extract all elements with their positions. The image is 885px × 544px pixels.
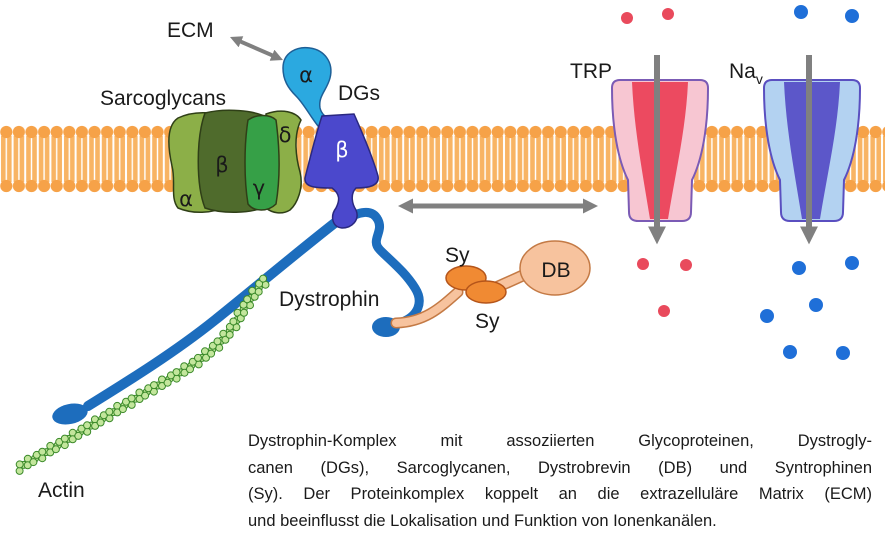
figure-caption: Dystrophin-Komplex mit assoziierten Glyc… [248, 428, 872, 534]
actin-bead [127, 394, 136, 403]
actin-bead [74, 431, 83, 440]
linker-fill [392, 288, 462, 327]
sarcoglycan-gamma [244, 114, 280, 211]
actin-bead [229, 317, 238, 326]
actin-bead [150, 381, 158, 390]
calcium-ions [621, 8, 692, 317]
dg-alpha-letter: α [299, 63, 313, 87]
actin-bead [259, 274, 268, 283]
caption-line: (Sy). Der Proteinkomplex koppelt an die … [248, 485, 872, 503]
actin-bead [51, 445, 60, 454]
dystroglycan-alpha [282, 46, 336, 127]
sg-delta-letter: δ [279, 123, 292, 147]
ion-red [658, 305, 670, 317]
actin-bead [250, 292, 259, 301]
sarcoglycan-complex [168, 109, 302, 214]
actin-bead [172, 368, 181, 377]
actin-filament [15, 274, 270, 475]
dgs-label: DGs [338, 82, 380, 105]
ion-blue [845, 9, 859, 23]
dystrophin-n-terminal [52, 403, 88, 425]
ion-blue [792, 261, 806, 275]
actin-bead [38, 447, 47, 456]
actin-bead [180, 368, 189, 377]
actin-bead [239, 300, 248, 309]
ion-blue [836, 346, 850, 360]
actin-bead [83, 421, 92, 430]
actin-bead [221, 335, 230, 344]
actin-bead [240, 308, 248, 317]
actin-bead [60, 434, 69, 443]
actin-bead [186, 365, 194, 374]
caption-line: canen (DGs), Sarcoglycanen, Dystrobrevin… [248, 458, 872, 477]
actin-bead [243, 295, 252, 304]
syntrophin-lower [465, 280, 507, 304]
ecm-label: ECM [167, 19, 214, 42]
actin-bead [255, 279, 264, 288]
nav-label-subscript: v [756, 71, 763, 87]
actin-bead [96, 418, 105, 427]
syntrophin-upper-label: Sy [445, 244, 470, 267]
actin-bead [254, 287, 263, 296]
dystroglycan-beta [304, 113, 379, 229]
actin-bead [118, 405, 127, 414]
caption-line: Dystrophin-Komplex mit assoziierten Glyc… [248, 432, 872, 450]
actin-bead [188, 357, 197, 366]
ion-red [680, 259, 692, 271]
sg-beta-letter: β [215, 153, 228, 177]
dystrophin [83, 208, 424, 411]
ion-blue [794, 5, 808, 19]
actin-bead [141, 391, 150, 400]
sarcoglycans-label: Sarcoglycans [100, 87, 226, 110]
dystrobrevin-label: DB [541, 259, 570, 282]
syntrophin-lower-label: Sy [475, 310, 500, 333]
dystrobrevin [519, 240, 591, 296]
actin-bead [163, 378, 172, 387]
actin-bead [194, 353, 202, 362]
ecm-arrow [229, 36, 284, 61]
caption-line: und beeinflusst die Lokalisation und Fun… [248, 511, 717, 530]
trp-label: TRP [570, 60, 612, 83]
ion-blue [809, 298, 823, 312]
nav-label: Nav [729, 60, 763, 87]
ion-red [637, 258, 649, 270]
actin-bead [213, 337, 222, 346]
ion-blue [760, 309, 774, 323]
actin-bead [15, 460, 24, 469]
ion-blue [845, 256, 859, 270]
actin-bead [105, 407, 114, 416]
sodium-ions [760, 5, 859, 360]
ion-blue [783, 345, 797, 359]
dystrophin-rod [83, 217, 341, 411]
dystrophin-c-terminal [340, 208, 424, 329]
sg-gamma-letter: γ [253, 176, 265, 200]
actin-bead [29, 458, 38, 467]
sg-alpha-letter: α [179, 187, 193, 211]
dystrophin-label: Dystrophin [279, 288, 379, 311]
actin-bead [207, 349, 216, 358]
actin-bead [225, 330, 234, 339]
nav-label-main: Na [729, 60, 756, 83]
actin-bead [202, 353, 210, 362]
ion-red [662, 8, 674, 20]
cell-membrane [0, 124, 885, 194]
actin-label: Actin [38, 479, 85, 502]
ion-red [621, 12, 633, 24]
dg-beta-letter: β [335, 138, 348, 162]
